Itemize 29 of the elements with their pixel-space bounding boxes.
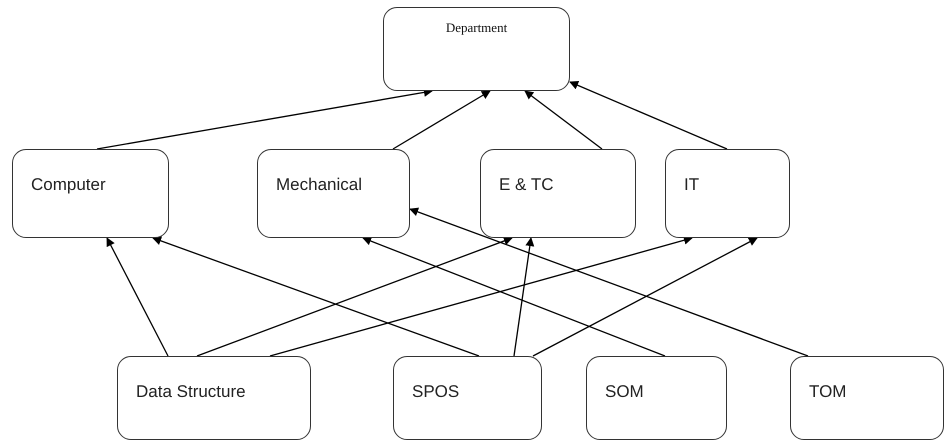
rounded-box	[393, 356, 542, 440]
arrow	[524, 90, 602, 150]
arrow	[532, 237, 758, 357]
rounded-box	[586, 356, 727, 440]
rounded-box	[383, 7, 570, 91]
arrow	[106, 237, 169, 356]
arrow	[196, 236, 513, 357]
rounded-box	[12, 149, 169, 238]
box-label: Data Structure	[136, 381, 246, 403]
box-label: TOM	[809, 381, 846, 403]
arrow	[392, 90, 491, 150]
box-label: Computer	[31, 174, 106, 196]
box-label: Department	[446, 19, 508, 37]
arrow	[270, 236, 693, 357]
box-label: IT	[684, 174, 700, 196]
rounded-box	[790, 356, 944, 440]
rounded-box	[257, 149, 410, 238]
rounded-box	[665, 149, 790, 238]
arrow	[569, 81, 728, 150]
box-label: SOM	[605, 381, 644, 403]
box-label: E & TC	[499, 174, 554, 196]
arrow	[362, 236, 666, 357]
box-label: Mechanical	[276, 174, 362, 196]
box-label: SPOS	[412, 381, 460, 403]
arrow	[409, 208, 808, 357]
arrow	[513, 237, 534, 356]
arrow	[152, 236, 480, 357]
rounded-box	[480, 149, 636, 238]
rounded-box	[117, 356, 311, 440]
